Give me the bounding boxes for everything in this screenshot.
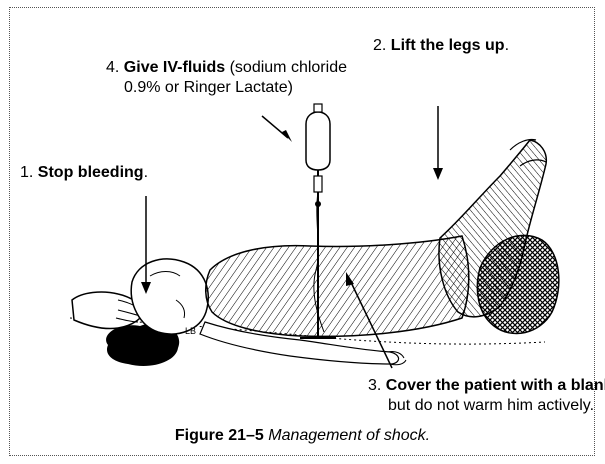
figure-caption: Figure 21–5 Management of shock. [0, 426, 605, 446]
step-3-line2: but do not warm him actively. [388, 396, 594, 416]
figure-caption-text: Management of shock. [268, 427, 430, 444]
chest-marking: LB [185, 326, 196, 336]
step-3-label: 3. Cover the patient with a blanket [368, 376, 605, 396]
step-2-suffix: . [505, 37, 509, 54]
step-3-number: 3. [368, 377, 381, 394]
step-4-suffix: (sodium chloride [225, 59, 347, 76]
step-4-number: 4. [106, 59, 119, 76]
step-2-number: 2. [373, 37, 386, 54]
step-3-title: Cover the patient with a blanket [386, 377, 605, 394]
step-4-label: 4. Give IV-fluids (sodium chloride [106, 58, 347, 78]
figure-number: Figure 21–5 [175, 427, 264, 444]
step-1-number: 1. [20, 164, 33, 181]
patient-head [131, 259, 208, 334]
step-4-line2: 0.9% or Ringer Lactate) [124, 78, 293, 98]
step-2-label: 2. Lift the legs up. [373, 36, 509, 56]
step-1-label: 1. Stop bleeding. [20, 163, 148, 183]
step-1-title: Stop bleeding [38, 164, 144, 181]
step-4-title: Give IV-fluids [124, 59, 225, 76]
step-1-suffix: . [144, 164, 148, 181]
arrow-iv-fluids [262, 116, 288, 138]
iv-bag [306, 112, 330, 170]
step-2-title: Lift the legs up [391, 37, 505, 54]
blanket [206, 236, 469, 336]
